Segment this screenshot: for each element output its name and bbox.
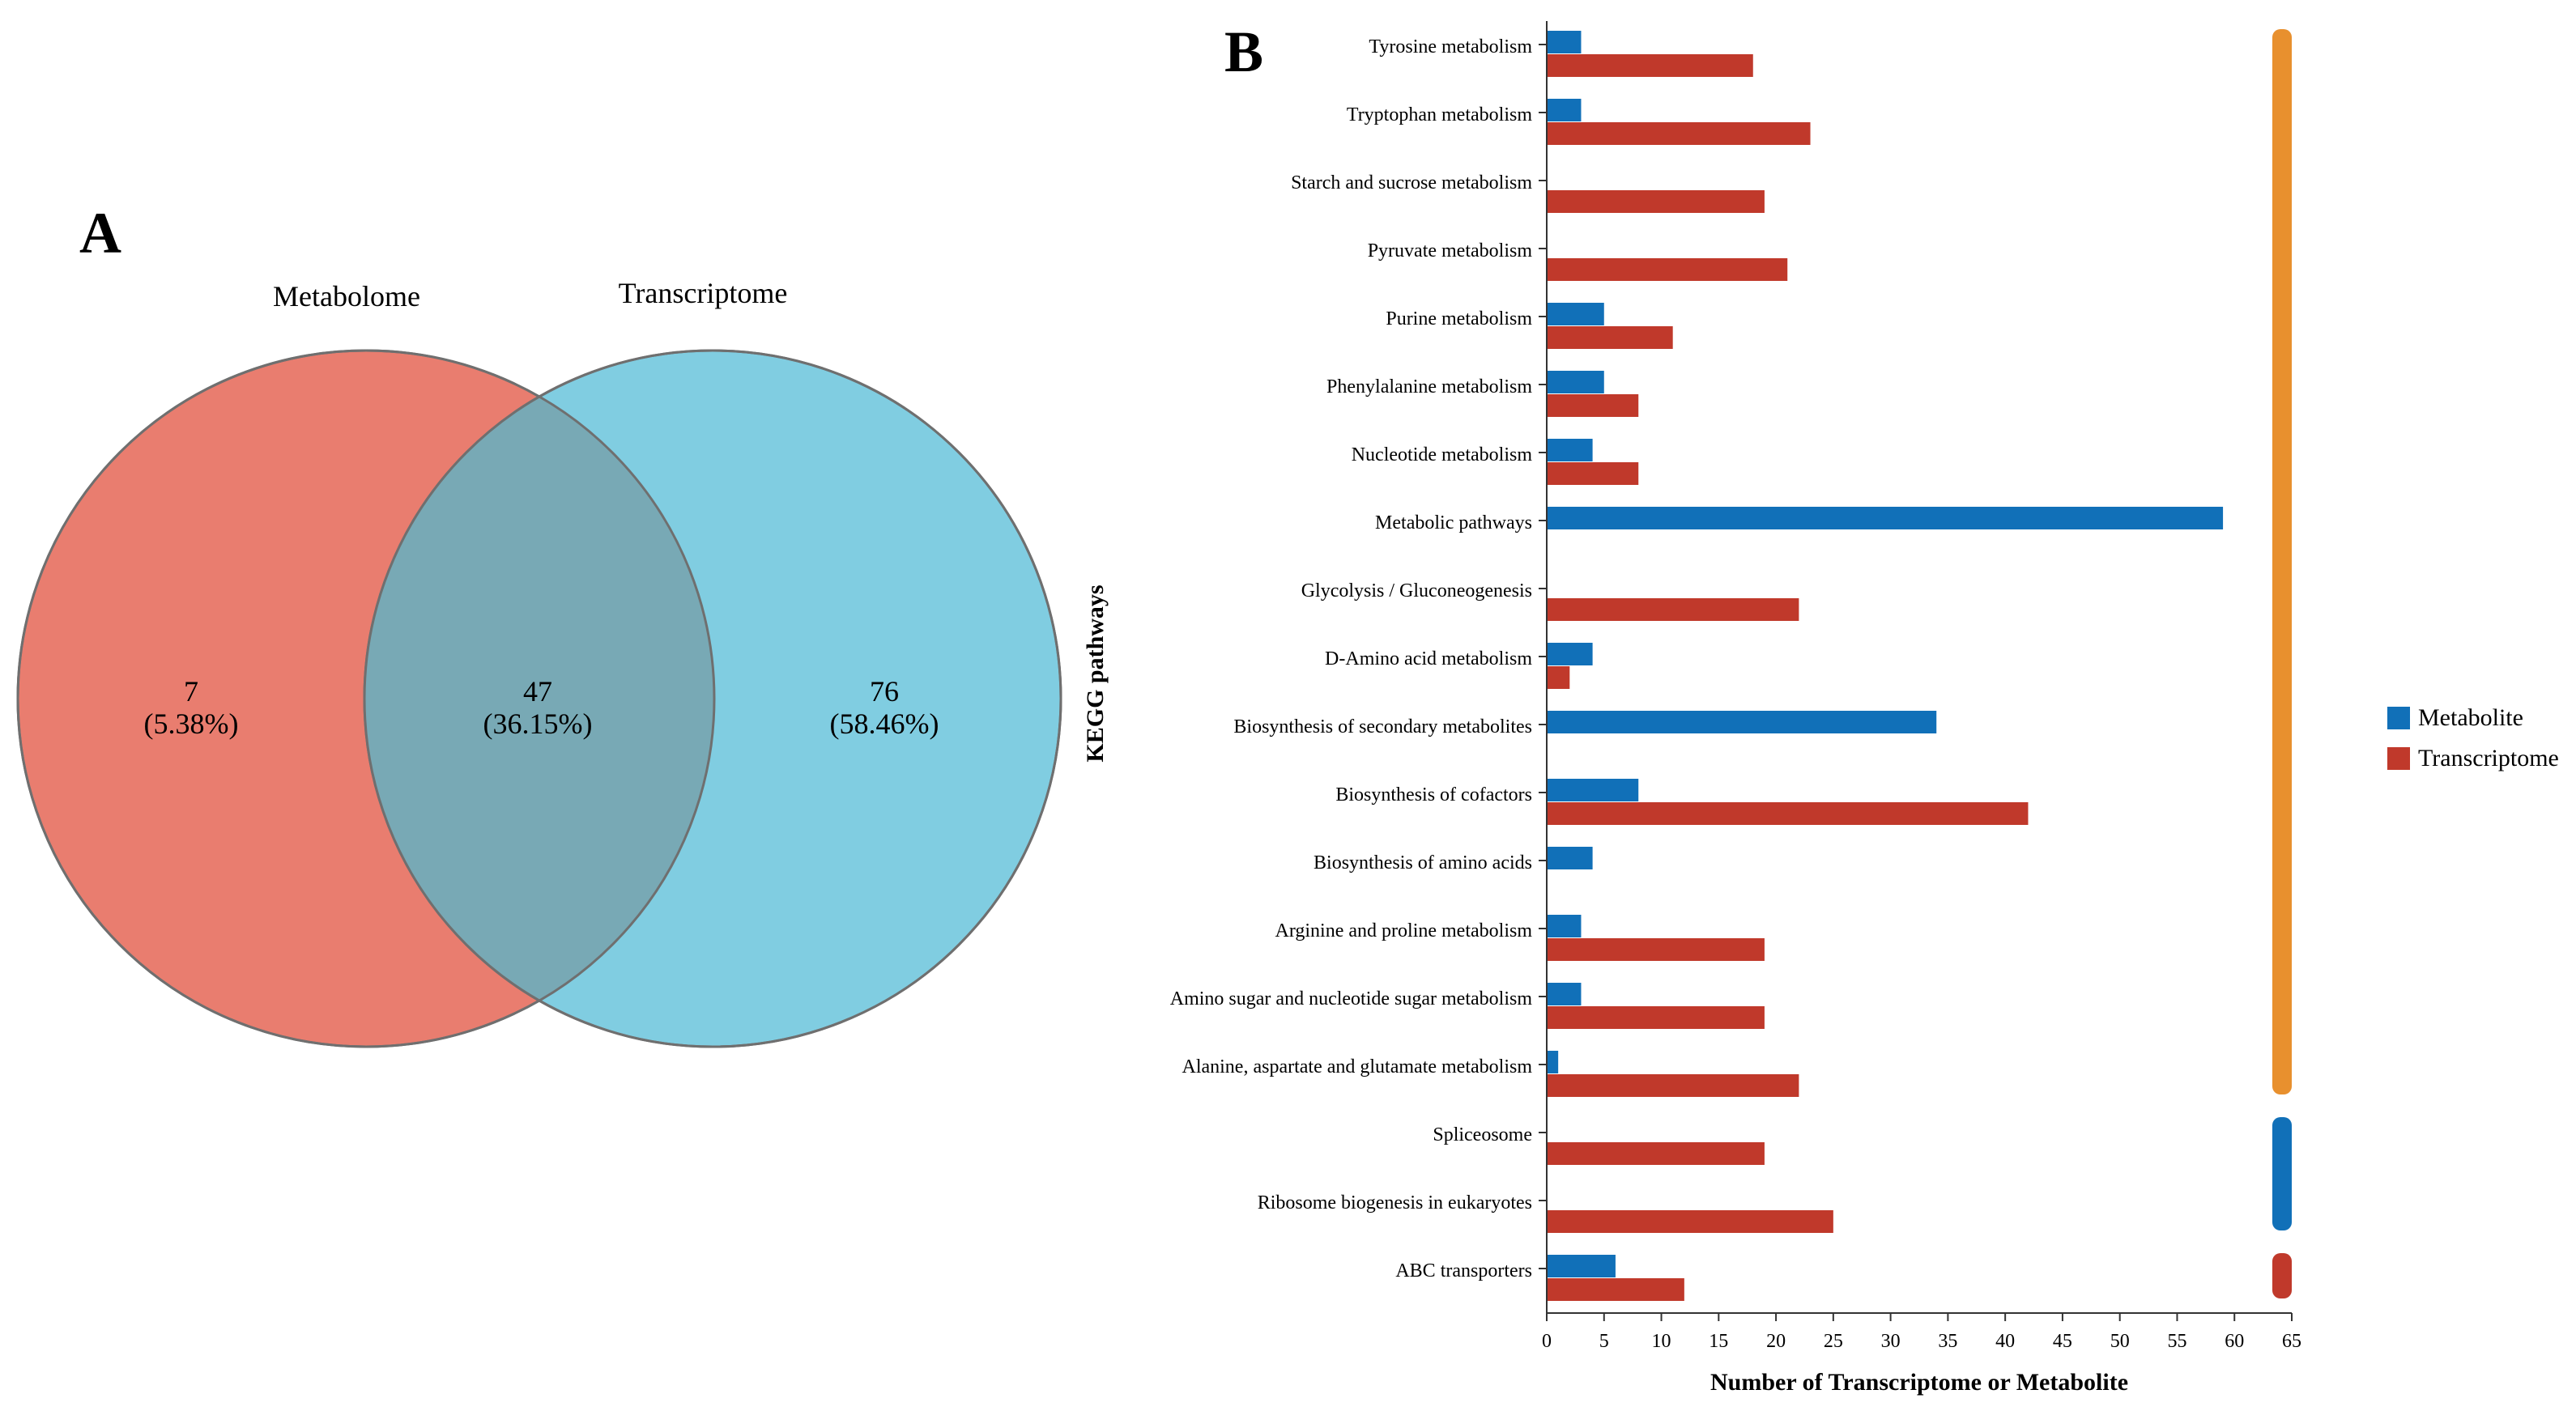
bar-transcriptome <box>1547 258 1788 281</box>
y-tick-label: Glycolysis / Gluconeogenesis <box>1301 580 1532 601</box>
legend: Metabolite Transcriptome <box>2387 704 2559 771</box>
pathway-group-bars <box>2272 29 2292 1298</box>
bar-metabolite <box>1547 507 2224 529</box>
y-axis-title: KEGG pathways <box>1082 584 1109 762</box>
x-tick-label: 65 <box>2282 1331 2301 1352</box>
x-tick-label: 5 <box>1599 1331 1609 1352</box>
x-tick-label: 50 <box>2110 1331 2130 1352</box>
bar-metabolite <box>1547 1051 1559 1073</box>
bar-metabolite <box>1547 371 1604 393</box>
x-tick-label: 0 <box>1542 1331 1552 1352</box>
y-tick-label: Arginine and proline metabolism <box>1275 920 1533 941</box>
venn-circle-metabolome-outline <box>16 349 716 1048</box>
y-tick-label: Tryptophan metabolism <box>1347 104 1532 125</box>
bar-transcriptome <box>1547 462 1639 485</box>
legend-label-transcriptome: Transcriptome <box>2418 745 2559 771</box>
bar-metabolite <box>1547 779 1639 801</box>
y-tick-label: Starch and sucrose metabolism <box>1291 172 1532 193</box>
x-axis-ticks: 0 5 10 15 20 25 30 35 40 45 50 55 60 65 <box>1542 1313 2301 1352</box>
venn-overlap-percent: (36.15%) <box>483 708 593 740</box>
y-tick-label: Tyrosine metabolism <box>1369 36 1532 57</box>
bar-metabolite <box>1547 31 1582 53</box>
venn-right-count: 76 <box>870 675 899 708</box>
y-tick-label: Purine metabolism <box>1386 308 1532 329</box>
y-tick-label: Metabolic pathways <box>1375 512 1532 533</box>
bar-transcriptome <box>1547 54 1753 77</box>
x-tick-label: 20 <box>1766 1331 1786 1352</box>
x-axis-title: Number of Transcriptome or Metabolite <box>1710 1369 2128 1396</box>
bar-metabolite <box>1547 915 1582 937</box>
legend-swatch-transcriptome <box>2387 747 2410 770</box>
x-tick-label: 35 <box>1938 1331 1957 1352</box>
venn-left-percent: (5.38%) <box>144 708 239 740</box>
bar-transcriptome <box>1547 394 1639 417</box>
x-tick-label: 55 <box>2167 1331 2186 1352</box>
pathway-group-bar <box>2272 29 2292 1094</box>
venn-overlap-region <box>364 351 714 1047</box>
bar-transcriptome <box>1547 1278 1684 1301</box>
panel-a-label: A <box>79 201 121 266</box>
y-tick-label: Ribosome biogenesis in eukaryotes <box>1258 1192 1532 1213</box>
x-tick-label: 45 <box>2053 1331 2072 1352</box>
y-tick-label: Spliceosome <box>1433 1124 1532 1145</box>
x-tick-label: 10 <box>1652 1331 1671 1352</box>
venn-panel: A Metabolome Transcriptome 7 (5.38%) 47 … <box>16 201 1062 1048</box>
bar-transcriptome <box>1547 1210 1833 1233</box>
x-tick-label: 15 <box>1709 1331 1728 1352</box>
venn-overlap-count: 47 <box>523 675 552 708</box>
bar-chart-panel: B KEGG pathways Number of Transcriptome … <box>1082 19 2559 1396</box>
bar-transcriptome <box>1547 666 1570 689</box>
bar-metabolite <box>1547 1255 1616 1277</box>
bar-metabolite <box>1547 983 1582 1005</box>
y-tick-label: ABC transporters <box>1395 1260 1532 1281</box>
bar-metabolite <box>1547 847 1593 869</box>
bar-transcriptome <box>1547 598 1799 621</box>
bar-transcriptome <box>1547 802 2029 825</box>
bar-metabolite <box>1547 439 1593 461</box>
x-tick-label: 25 <box>1824 1331 1843 1352</box>
bar-transcriptome <box>1547 326 1673 349</box>
y-tick-label: D-Amino acid metabolism <box>1325 648 1532 669</box>
venn-left-count: 7 <box>184 675 198 708</box>
bar-metabolite <box>1547 711 1937 733</box>
y-tick-label: Biosynthesis of cofactors <box>1335 784 1532 805</box>
y-tick-label: Biosynthesis of amino acids <box>1314 852 1532 873</box>
pathway-group-bar <box>2272 1117 2292 1230</box>
panel-b-label: B <box>1224 19 1263 84</box>
venn-set-label-transcriptome: Transcriptome <box>619 277 788 309</box>
bar-metabolite <box>1547 303 1604 325</box>
pathway-group-bar <box>2272 1253 2292 1298</box>
x-tick-label: 40 <box>1995 1331 2015 1352</box>
venn-circle-transcriptome-outline <box>363 349 1062 1048</box>
legend-swatch-metabolite <box>2387 707 2410 729</box>
y-tick-label: Nucleotide metabolism <box>1352 444 1533 465</box>
x-tick-label: 30 <box>1881 1331 1901 1352</box>
bar-transcriptome <box>1547 1074 1799 1097</box>
bar-transcriptome <box>1547 1006 1765 1029</box>
y-tick-label: Phenylalanine metabolism <box>1326 376 1532 397</box>
y-tick-label: Alanine, aspartate and glutamate metabol… <box>1182 1056 1532 1077</box>
y-tick-label: Amino sugar and nucleotide sugar metabol… <box>1170 988 1533 1009</box>
bar-transcriptome <box>1547 1142 1765 1165</box>
bar-transcriptome <box>1547 122 1811 145</box>
venn-right-percent: (58.46%) <box>830 708 939 740</box>
venn-set-label-metabolome: Metabolome <box>273 280 420 312</box>
bar-metabolite <box>1547 99 1582 121</box>
axes <box>1546 21 2292 1314</box>
x-tick-label: 60 <box>2225 1331 2244 1352</box>
bar-metabolite <box>1547 643 1593 665</box>
bars <box>1547 31 2224 1301</box>
bar-transcriptome <box>1547 190 1765 213</box>
legend-label-metabolite: Metabolite <box>2418 704 2523 731</box>
y-tick-label: Pyruvate metabolism <box>1368 240 1533 261</box>
y-tick-label: Biosynthesis of secondary metabolites <box>1233 716 1532 737</box>
bar-transcriptome <box>1547 938 1765 961</box>
